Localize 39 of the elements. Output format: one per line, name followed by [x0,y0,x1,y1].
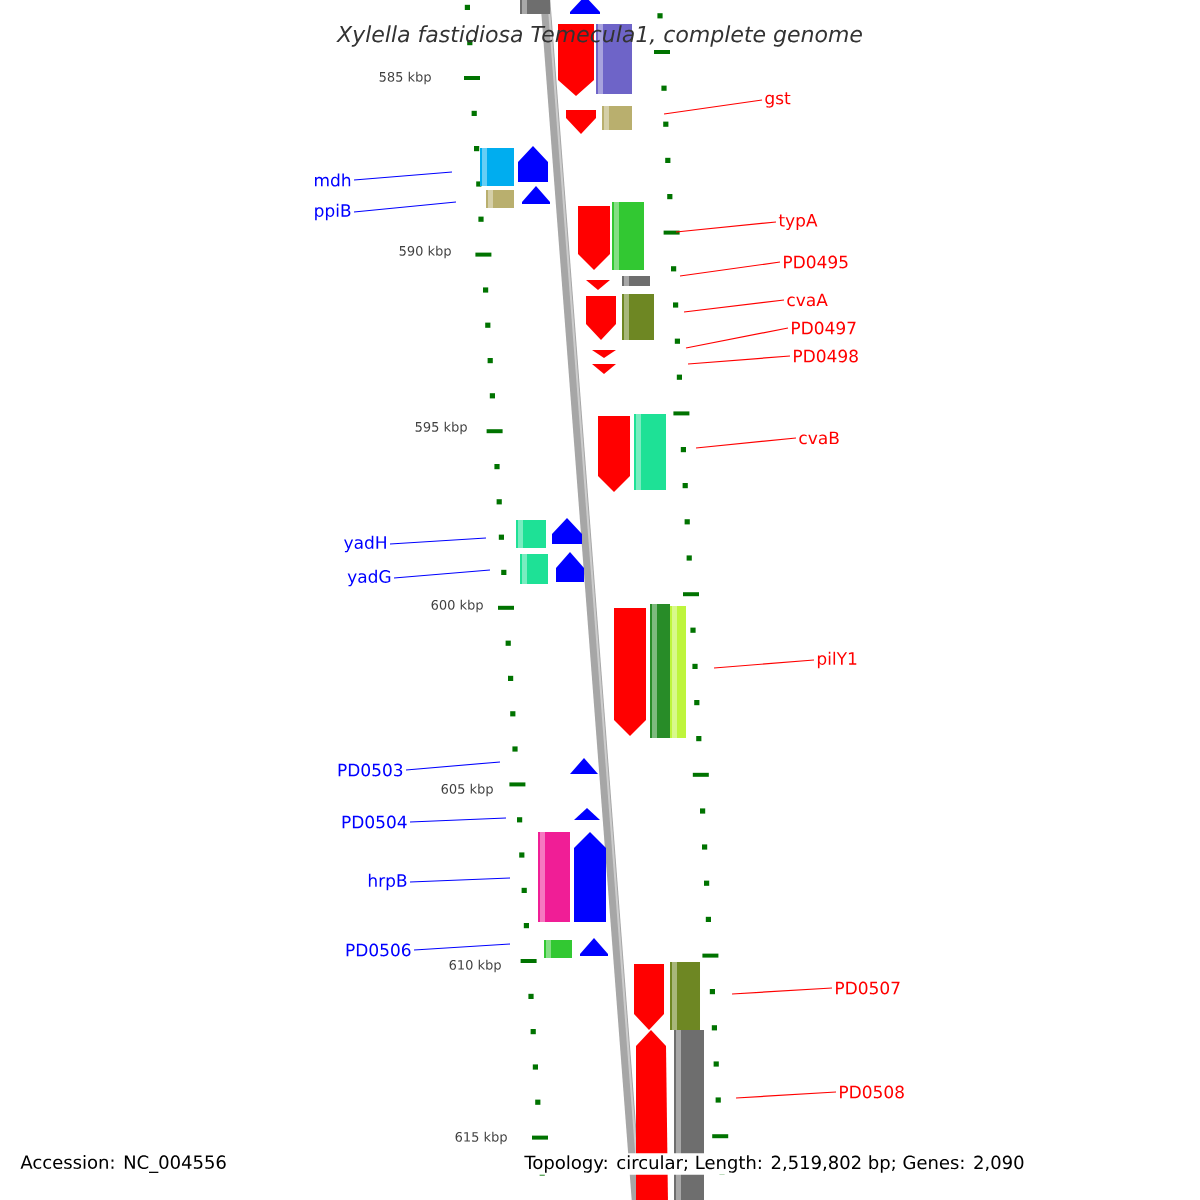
leader-line [353,171,453,181]
gene-label: PD0506 [346,943,411,957]
genome-info-label: Topology: circular; Length: 2,519,802 bp; Genes: 2,090 [522,1153,1027,1175]
title: Xylella fastidiosa Temecula1, complete genome [336,25,862,47]
leader-line [731,987,833,995]
leader-line [405,761,501,771]
gene-label: PD0495 [784,255,848,269]
gene-label: ppiB [315,203,351,221]
leader-line [413,943,511,951]
gene-label: PD0498 [794,349,858,363]
leader-line [353,201,457,213]
leader-line [389,537,487,545]
gene-label: cvaA [787,293,828,307]
gene-label: typA [778,214,818,230]
leader-line [409,877,511,883]
leader-line [393,569,491,579]
leader-line [687,355,791,365]
gene-label: PD0497 [792,321,856,335]
gene-label: gst [765,92,791,108]
leader-line [663,99,763,115]
leader-line [695,437,797,449]
gene-label: yadH [344,535,386,553]
gene-label: mdh [315,173,351,187]
leader-line [675,221,777,233]
leader-line [683,299,785,313]
gene-label: yadG [347,569,391,587]
leader-line [685,327,789,349]
gene-label: cvaB [799,431,839,445]
gene-label: PD0507 [836,981,900,995]
leader-line [679,261,781,277]
gene-label: PD0504 [342,815,407,829]
gene-label: hrpB [368,873,407,891]
accession-label: Accession: NC_004556 [20,1155,226,1173]
gene-label: PD0503 [338,763,403,777]
leader-line [409,817,507,823]
leader-line [735,1091,837,1099]
gene-label: pilY1 [817,651,857,669]
gene-label: PD0508 [840,1085,904,1099]
leader-line [713,659,815,669]
